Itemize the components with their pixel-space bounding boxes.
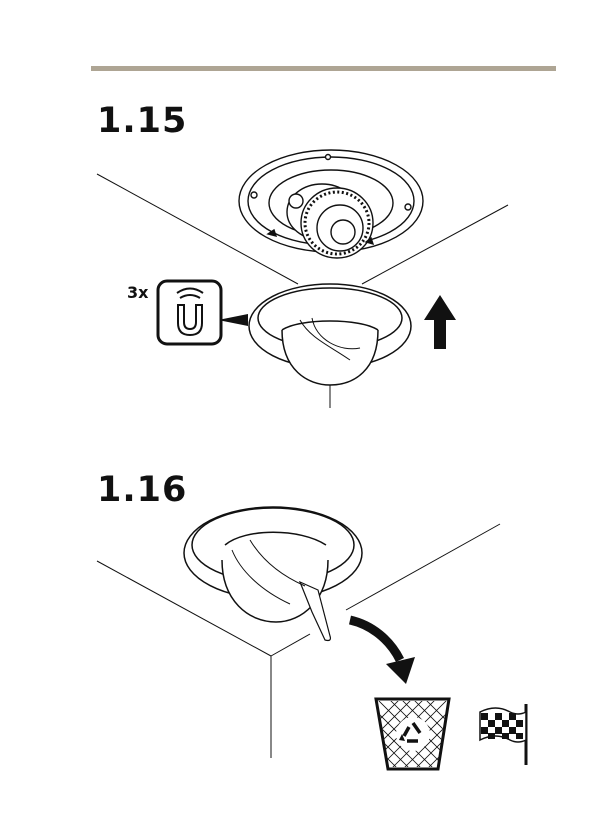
camera-base-with-lens <box>239 150 423 258</box>
arrow-up-icon <box>424 295 456 349</box>
finish-flag-icon <box>480 704 526 765</box>
recycle-bin-icon <box>370 699 455 775</box>
arrow-down-icon <box>350 620 415 684</box>
dome-cover <box>249 284 411 385</box>
dome-with-film <box>184 507 362 641</box>
magnet-icon <box>158 281 248 344</box>
